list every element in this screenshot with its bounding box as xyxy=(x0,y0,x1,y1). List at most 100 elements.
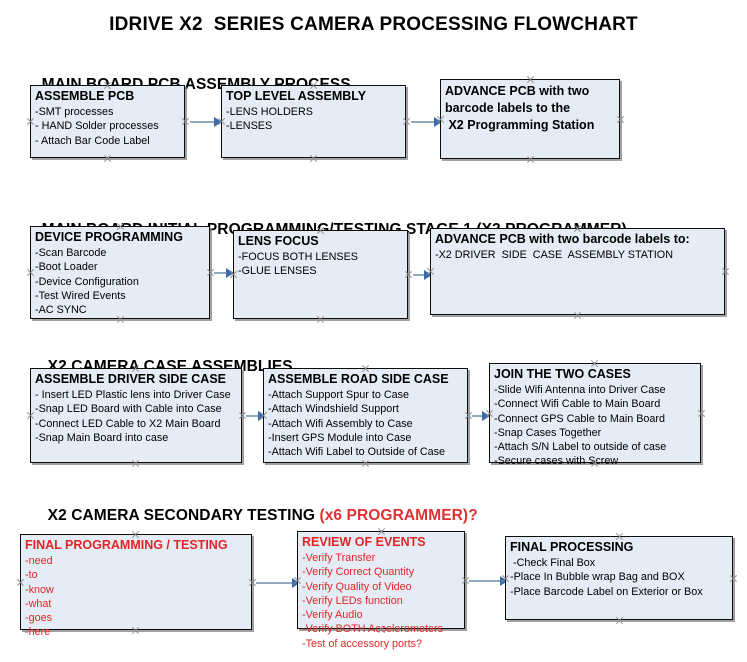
arrowhead-icon xyxy=(500,576,508,586)
list-item: -Snap LED Board with Cable into Case xyxy=(35,403,222,416)
node-join-the-two-cases[interactable]: JOIN THE TWO CASES -Slide Wifi Antenna i… xyxy=(489,363,701,467)
list-item: -Insert GPS Module into Case xyxy=(268,431,412,444)
list-item: -Test of accessory ports? xyxy=(302,637,423,650)
connector-line xyxy=(469,580,502,582)
list-item: -Slide Wifi Antenna into Driver Case xyxy=(494,384,666,396)
node-final-processing[interactable]: FINAL PROCESSING -Check Final Box -Place… xyxy=(505,536,733,620)
node-items: -need -to -know -what -goes -here xyxy=(25,554,247,640)
list-item: -X2 DRIVER SIDE CASE ASSEMBLY STATION xyxy=(435,249,673,261)
node-advance-pcb-driver-side-station[interactable]: ADVANCE PCB with two barcode labels to: … xyxy=(430,228,725,315)
list-item: -Attach Windshield Support xyxy=(268,403,399,416)
node-title: FINAL PROGRAMMING / TESTING xyxy=(25,538,228,552)
list-item: -AC SYNC xyxy=(35,304,87,317)
arrowhead-icon xyxy=(258,411,266,421)
node-device-programming[interactable]: DEVICE PROGRAMMING -Scan Barcode -Boot L… xyxy=(30,226,210,319)
connector-line xyxy=(411,121,436,123)
list-item: -Check Final Box xyxy=(510,557,596,569)
node-items: -SMT processes - HAND Solder processes -… xyxy=(35,105,180,148)
node-assemble-road-side-case[interactable]: ASSEMBLE ROAD SIDE CASE -Attach Support … xyxy=(263,368,468,463)
node-title: FINAL PROCESSING xyxy=(510,540,634,554)
connector-line xyxy=(214,272,228,274)
section-heading-4-accent: (x6 PROGRAMMER)? xyxy=(319,507,478,524)
list-item: -Attach Wifi Label to Outside of Case xyxy=(268,446,446,459)
list-item: -Scan Barcode xyxy=(35,247,107,259)
list-item: -what xyxy=(25,597,52,610)
list-item: -LENSES xyxy=(226,120,273,133)
list-item: -Snap Cases Together xyxy=(494,426,602,439)
list-item: -GLUE LENSES xyxy=(238,265,317,278)
list-item: - Insert LED Plastic lens into Driver Ca… xyxy=(35,389,231,401)
list-item: -to xyxy=(25,569,38,582)
list-item: -Place In Bubble wrap Bag and BOX xyxy=(510,571,685,584)
section-heading-4-text: X2 CAMERA SECONDARY TESTING xyxy=(47,507,320,524)
connector-line xyxy=(246,415,260,417)
connector-line xyxy=(413,274,426,276)
connector-line xyxy=(190,121,216,123)
node-title: JOIN THE TWO CASES xyxy=(494,367,631,381)
list-item: -Verify Audio xyxy=(302,609,363,622)
node-line: barcode labels to the xyxy=(445,101,571,115)
node-items: -FOCUS BOTH LENSES -GLUE LENSES xyxy=(238,250,403,279)
list-item: -Connect GPS Cable to Main Board xyxy=(494,412,666,425)
node-advance-pcb-programming-station[interactable]: ADVANCE PCB with two barcode labels to t… xyxy=(440,79,620,159)
arrowhead-icon xyxy=(214,117,222,127)
list-item: -here xyxy=(25,626,51,639)
node-lens-focus[interactable]: LENS FOCUS -FOCUS BOTH LENSES -GLUE LENS… xyxy=(233,230,408,319)
connector-line xyxy=(472,415,484,417)
list-item: -LENS HOLDERS xyxy=(226,106,313,118)
node-title: ADVANCE PCB with two barcode labels to: xyxy=(435,232,690,246)
page-title: IDRIVE X2 SERIES CAMERA PROCESSING FLOWC… xyxy=(109,14,638,35)
node-title: DEVICE PROGRAMMING xyxy=(35,230,183,244)
list-item: -Snap Main Board into case xyxy=(35,431,169,444)
list-item: - Attach Bar Code Label xyxy=(35,134,150,147)
node-items: - Insert LED Plastic lens into Driver Ca… xyxy=(35,388,237,445)
node-line: X2 Programming Station xyxy=(445,118,595,132)
list-item: -Verify Quality of Video xyxy=(302,580,412,593)
list-item: - HAND Solder processes xyxy=(35,120,159,133)
node-assemble-pcb[interactable]: ASSEMBLE PCB -SMT processes - HAND Solde… xyxy=(30,85,185,158)
list-item: -Test Wired Events xyxy=(35,289,126,302)
arrowhead-icon xyxy=(226,268,234,278)
list-item: -Verify BOTH Accelerometers xyxy=(302,623,443,636)
arrowhead-icon xyxy=(292,578,300,588)
node-items: -Slide Wifi Antenna into Driver Case -Co… xyxy=(494,383,696,469)
arrowhead-icon xyxy=(424,270,432,280)
node-title: LENS FOCUS xyxy=(238,234,319,248)
node-review-of-events[interactable]: REVIEW OF EVENTS -Verify Transfer -Verif… xyxy=(297,531,465,650)
node-title: ASSEMBLE ROAD SIDE CASE xyxy=(268,372,449,386)
node-items: -Check Final Box -Place In Bubble wrap B… xyxy=(510,556,728,599)
list-item: -Boot Loader xyxy=(35,261,98,274)
node-title: TOP LEVEL ASSEMBLY xyxy=(226,89,367,103)
list-item: -Attach Support Spur to Case xyxy=(268,389,410,401)
arrowhead-icon xyxy=(434,117,442,127)
section-heading-4: X2 CAMERA SECONDARY TESTING (x6 PROGRAMM… xyxy=(30,489,478,543)
node-items: -X2 DRIVER SIDE CASE ASSEMBLY STATION xyxy=(435,248,720,262)
list-item: -Attach Wifi Assembly to Case xyxy=(268,417,413,430)
list-item: -know xyxy=(25,583,54,596)
list-item: -goes xyxy=(25,612,53,625)
node-line: ADVANCE PCB with two xyxy=(445,84,590,98)
list-item: -Device Configuration xyxy=(35,275,139,288)
node-final-programming-testing[interactable]: FINAL PROGRAMMING / TESTING -need -to -k… xyxy=(20,534,252,638)
list-item: -need xyxy=(25,555,53,567)
list-item: -Connect Wifi Cable to Main Board xyxy=(494,398,661,411)
list-item: -Verify LEDs function xyxy=(302,594,403,607)
list-item: -Verify Transfer xyxy=(302,552,376,564)
node-title: REVIEW OF EVENTS xyxy=(302,535,426,549)
node-items: -LENS HOLDERS -LENSES xyxy=(226,105,401,134)
list-item: -Secure cases with Screw xyxy=(494,455,619,468)
node-items: -Verify Transfer -Verify Correct Quantit… xyxy=(302,551,460,651)
node-items: -Attach Support Spur to Case -Attach Win… xyxy=(268,388,463,459)
list-item: -SMT processes xyxy=(35,106,114,118)
node-assemble-driver-side-case[interactable]: ASSEMBLE DRIVER SIDE CASE - Insert LED P… xyxy=(30,368,242,463)
node-top-level-assembly[interactable]: TOP LEVEL ASSEMBLY -LENS HOLDERS -LENSES xyxy=(221,85,406,158)
list-item: -Verify Correct Quantity xyxy=(302,566,415,579)
list-item: -FOCUS BOTH LENSES xyxy=(238,251,358,263)
connector-line xyxy=(256,582,294,584)
list-item: -Attach S/N Label to outside of case xyxy=(494,441,667,454)
list-item: -Connect LED Cable to X2 Main Board xyxy=(35,417,221,430)
arrowhead-icon xyxy=(482,411,490,421)
node-title: ASSEMBLE DRIVER SIDE CASE xyxy=(35,372,227,386)
node-items: -Scan Barcode -Boot Loader -Device Confi… xyxy=(35,246,205,317)
